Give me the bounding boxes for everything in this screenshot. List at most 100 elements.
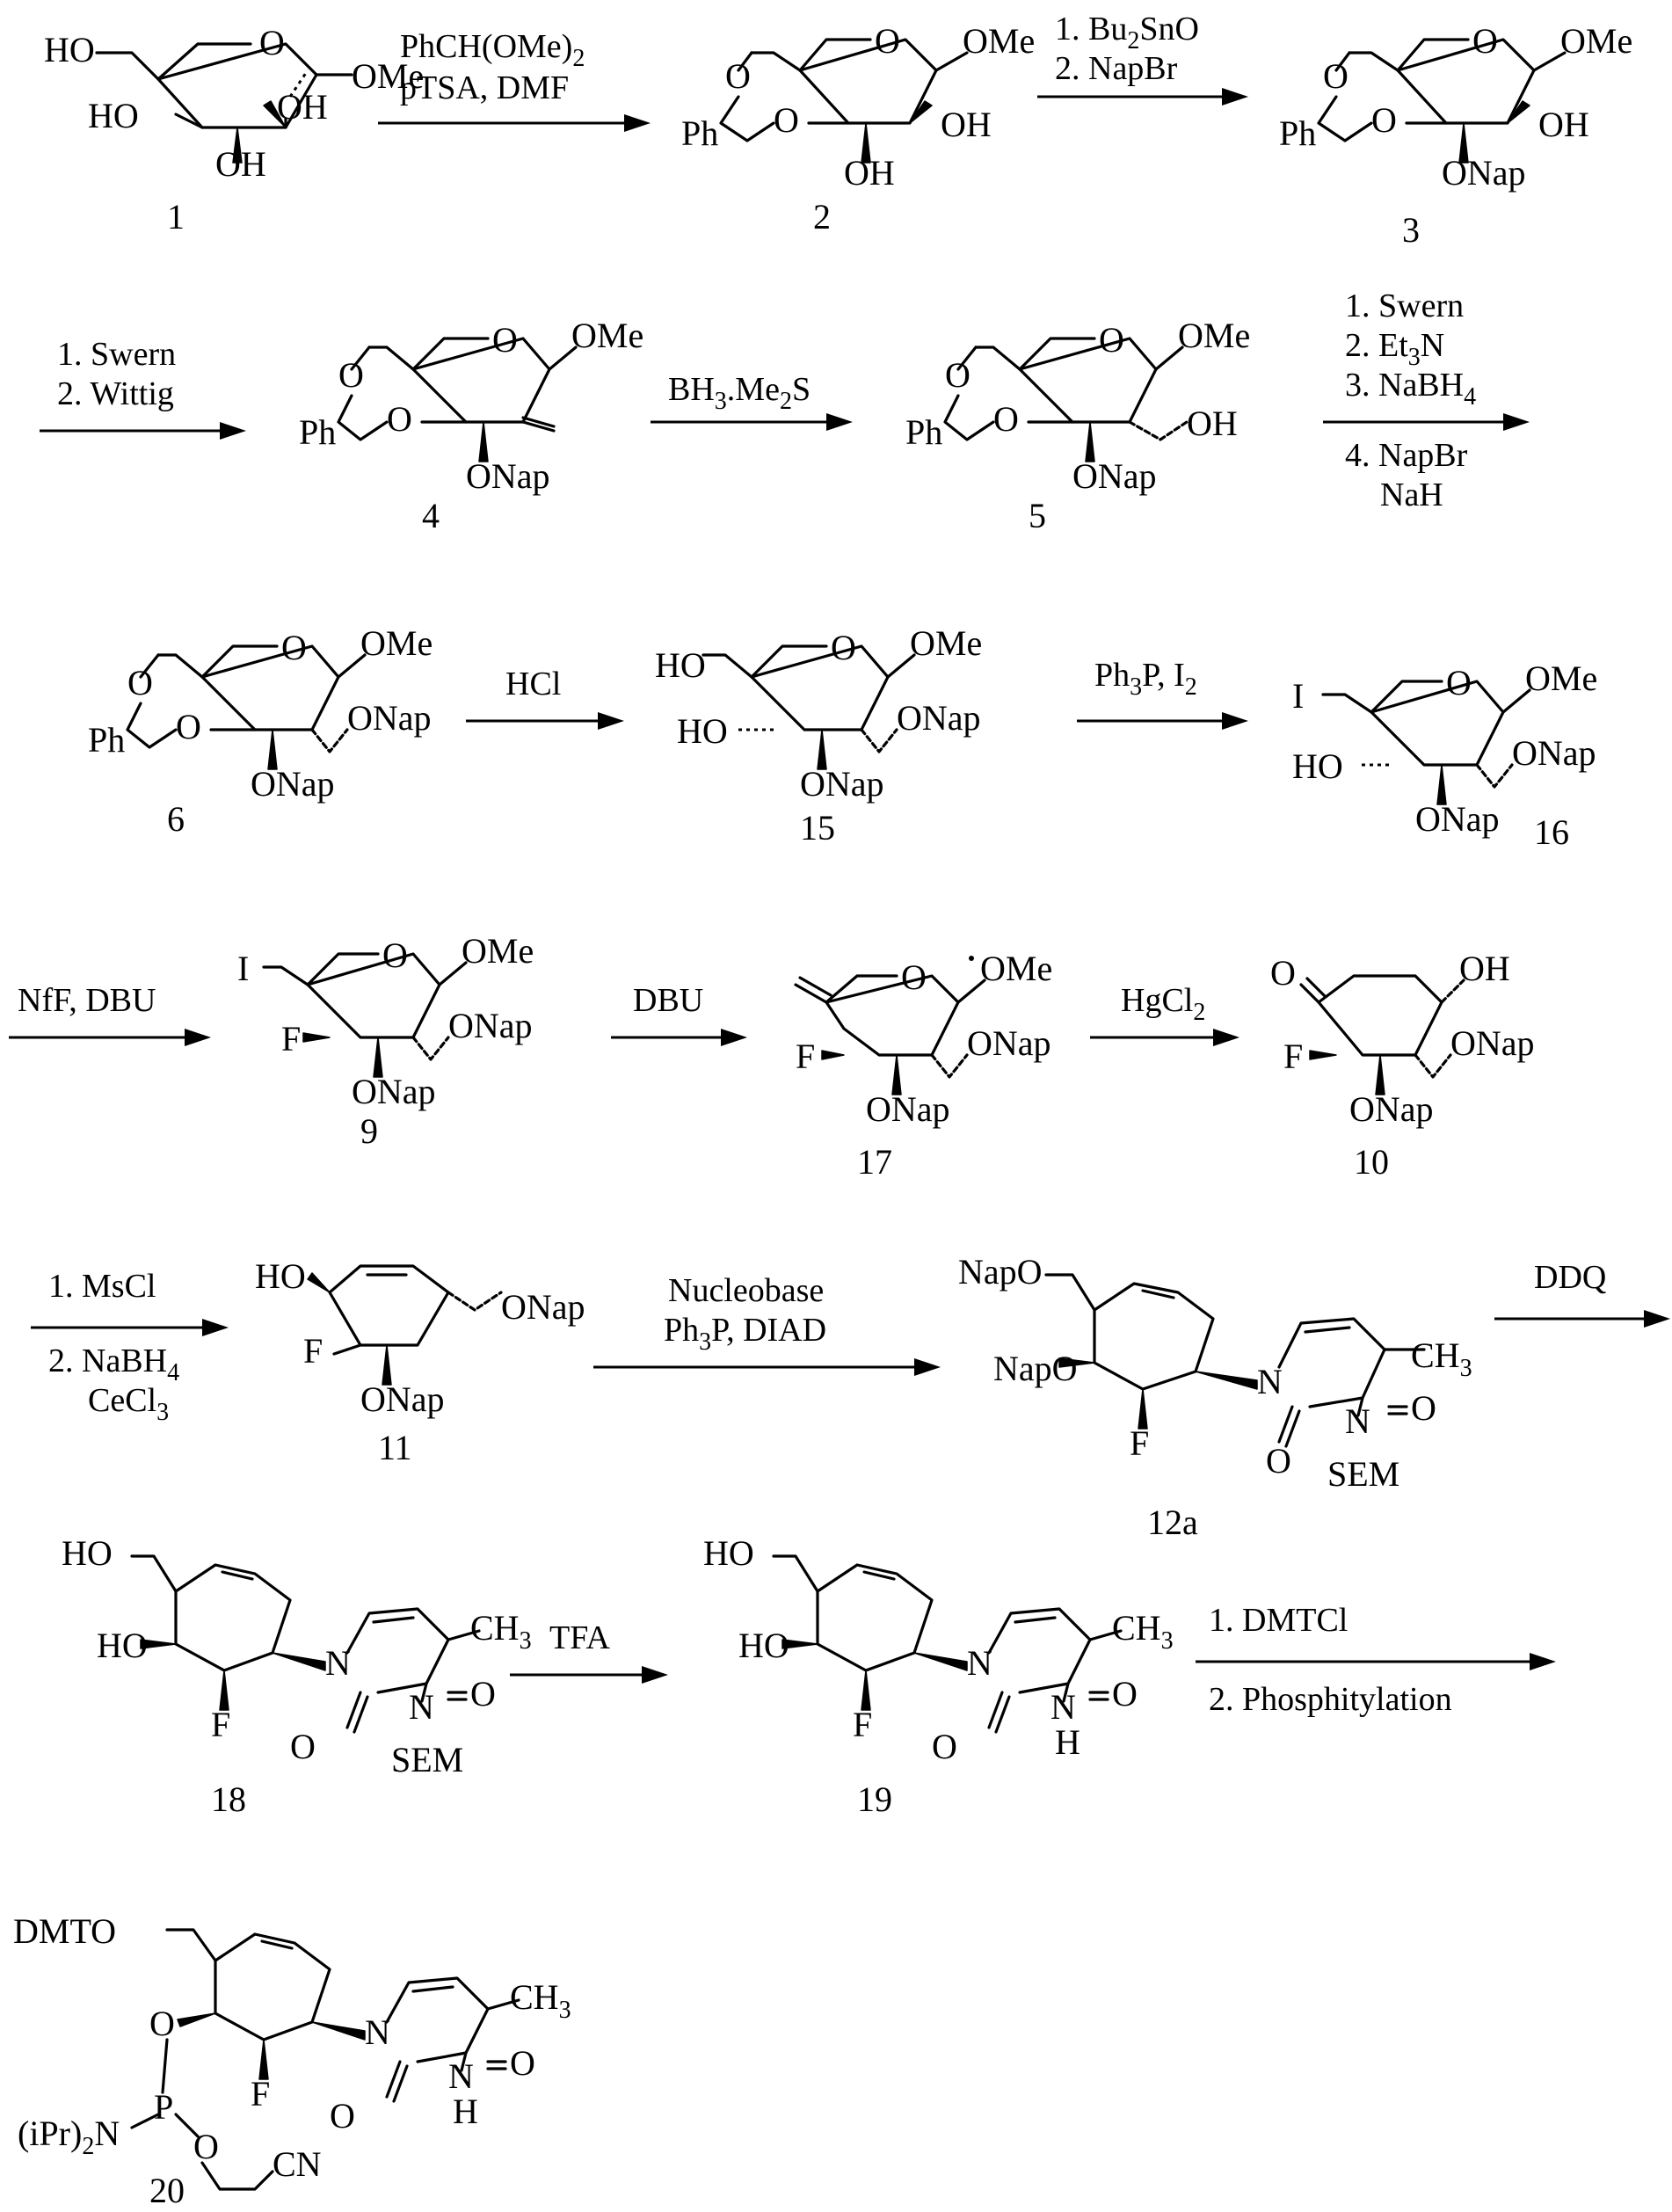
reaction-arrow-3: 1. Swern 2. Wittig xyxy=(40,336,246,440)
c2-oxygen: O xyxy=(1266,1441,1291,1481)
onap-label: ONap xyxy=(1415,799,1500,839)
ring-oxygen: O xyxy=(901,957,927,997)
fluoro-label: F xyxy=(1283,1037,1303,1076)
ho-left-label: HO xyxy=(738,1626,789,1665)
reagent-line5: NaH xyxy=(1380,477,1443,513)
reagent-line2: 2. Wittig xyxy=(57,375,174,412)
ome-label: OMe xyxy=(360,623,433,663)
compound-number: 20 xyxy=(149,2171,185,2210)
fluoro-label: F xyxy=(251,2074,270,2114)
onap-side-label: ONap xyxy=(1512,733,1596,773)
compound-number: 5 xyxy=(1029,496,1046,535)
reagent-label: Ph3P, I2 xyxy=(1094,657,1197,701)
compound-3: O O O OMe Ph OH ONap 3 xyxy=(1279,21,1632,250)
nh-label: H xyxy=(1055,1722,1080,1762)
reagent-label: DDQ xyxy=(1534,1259,1606,1296)
fluoro-label: F xyxy=(796,1037,815,1076)
reagent-line4: 4. NapBr xyxy=(1345,437,1468,474)
ho-top-label: HO xyxy=(44,30,95,69)
reagent-line3: 3. NaBH4 xyxy=(1345,367,1476,411)
ph-label: Ph xyxy=(905,412,942,452)
compound-1: O HO OMe HO OH OH 1 xyxy=(44,23,424,236)
acetal-oxygen-bottom: O xyxy=(387,399,412,439)
n1-label: N xyxy=(1257,1362,1283,1401)
ester-oxygen: O xyxy=(193,2127,219,2166)
iodo-label: I xyxy=(1292,676,1304,716)
sem-label: SEM xyxy=(1327,1454,1399,1494)
reaction-arrow-2: 1. Bu2SnO 2. NapBr xyxy=(1037,11,1248,106)
reaction-arrow-11: 1. MsCl 2. NaBH4 CeCl3 xyxy=(31,1268,229,1426)
onap-side-label: ONap xyxy=(448,1006,533,1045)
napo-left-label: NapO xyxy=(993,1349,1078,1388)
sem-label: SEM xyxy=(391,1740,463,1779)
ph-label: Ph xyxy=(88,720,125,760)
reagent-label: NfF, DBU xyxy=(18,982,156,1019)
n3-label: N xyxy=(1345,1401,1370,1441)
compound-number: 2 xyxy=(813,197,831,236)
ho-left-label: HO xyxy=(88,96,139,135)
compound-number: 12a xyxy=(1147,1503,1198,1542)
fluoro-label: F xyxy=(303,1331,323,1371)
compound-number: 10 xyxy=(1354,1142,1389,1182)
reaction-arrow-6: HCl xyxy=(466,666,624,730)
acetal-oxygen-top: O xyxy=(725,56,751,96)
ome-label: OMe xyxy=(980,949,1052,988)
c4-oxygen: O xyxy=(1112,1674,1138,1714)
methyl-label: CH3 xyxy=(1411,1335,1472,1382)
ho-top-label: HO xyxy=(703,1533,754,1573)
acetal-oxygen-top: O xyxy=(338,355,364,395)
reaction-arrow-12: Nucleobase Ph3P, DIAD xyxy=(593,1272,941,1376)
reagent-line2: 2. Phosphitylation xyxy=(1209,1681,1452,1718)
ring-oxygen: O xyxy=(875,21,900,61)
onap-side-label: ONap xyxy=(501,1287,585,1327)
compound-20: DMTO O P (iPr)2N O CN F N N O O CH3 H 20 xyxy=(13,1911,571,2210)
ring-oxygen: O xyxy=(1472,21,1498,61)
phosphorus-label: P xyxy=(154,2087,173,2127)
fluoro-label: F xyxy=(853,1705,872,1744)
reagent-label: HCl xyxy=(505,666,561,702)
compound-number: 16 xyxy=(1534,812,1569,852)
c2-oxygen: O xyxy=(932,1727,957,1766)
ph-label: Ph xyxy=(299,412,336,452)
compound-17: O OMe F ONap ONap 17 xyxy=(796,949,1052,1182)
napo-top-label: NapO xyxy=(958,1252,1043,1292)
acetal-oxygen-bottom: O xyxy=(1371,100,1397,140)
reaction-arrow-4: BH3.Me2S xyxy=(651,371,853,431)
fluoro-label: F xyxy=(211,1705,230,1744)
onap-label: ONap xyxy=(800,764,884,804)
ring-oxygen: O xyxy=(1446,663,1472,702)
compound-9: O I OMe F ONap ONap 9 xyxy=(237,931,534,1151)
n1-label: N xyxy=(325,1643,351,1683)
reagent-label: BH3.Me2S xyxy=(668,371,811,415)
ho-top-label: HO xyxy=(655,645,706,685)
onap-label: ONap xyxy=(360,1379,445,1419)
reagent-line2: 2. Et3N xyxy=(1345,327,1444,371)
ome-label: OMe xyxy=(910,623,982,663)
ho-left-label: HO xyxy=(97,1626,148,1665)
oh-right-label: OH xyxy=(277,87,328,127)
ome-label: OMe xyxy=(1560,21,1632,61)
onap-label: ONap xyxy=(466,456,550,496)
phosphite-oxygen: O xyxy=(149,2004,175,2043)
acetal-oxygen-top: O xyxy=(127,663,153,702)
c4-oxygen: O xyxy=(470,1674,496,1714)
ho-left-label: HO xyxy=(677,711,728,751)
c2-oxygen: O xyxy=(290,1727,316,1766)
ring-oxygen: O xyxy=(259,23,285,62)
reagent-line2: Ph3P, DIAD xyxy=(664,1312,826,1356)
oh-label: OH xyxy=(1187,404,1238,443)
reaction-arrow-7: Ph3P, I2 xyxy=(1077,657,1248,730)
acetal-oxygen-top: O xyxy=(1323,56,1349,96)
ring-oxygen: O xyxy=(492,320,518,360)
nh-label: H xyxy=(453,2092,478,2131)
reaction-arrow-1: PhCH(OMe)2 pTSA, DMF xyxy=(378,28,651,132)
n3-label: N xyxy=(448,2056,474,2096)
compound-11: HO F ONap ONap 11 xyxy=(255,1256,585,1467)
n1-label: N xyxy=(967,1643,992,1683)
oh-right-label: OH xyxy=(1538,105,1589,144)
compound-15: O HO OMe HO ONap ONap 15 xyxy=(655,623,982,848)
ph-label: Ph xyxy=(1279,113,1316,153)
onap-side-label: ONap xyxy=(897,698,981,738)
ome-label: OMe xyxy=(1178,316,1250,355)
compound-2: O O O OMe Ph OH OH 2 xyxy=(681,21,1035,236)
